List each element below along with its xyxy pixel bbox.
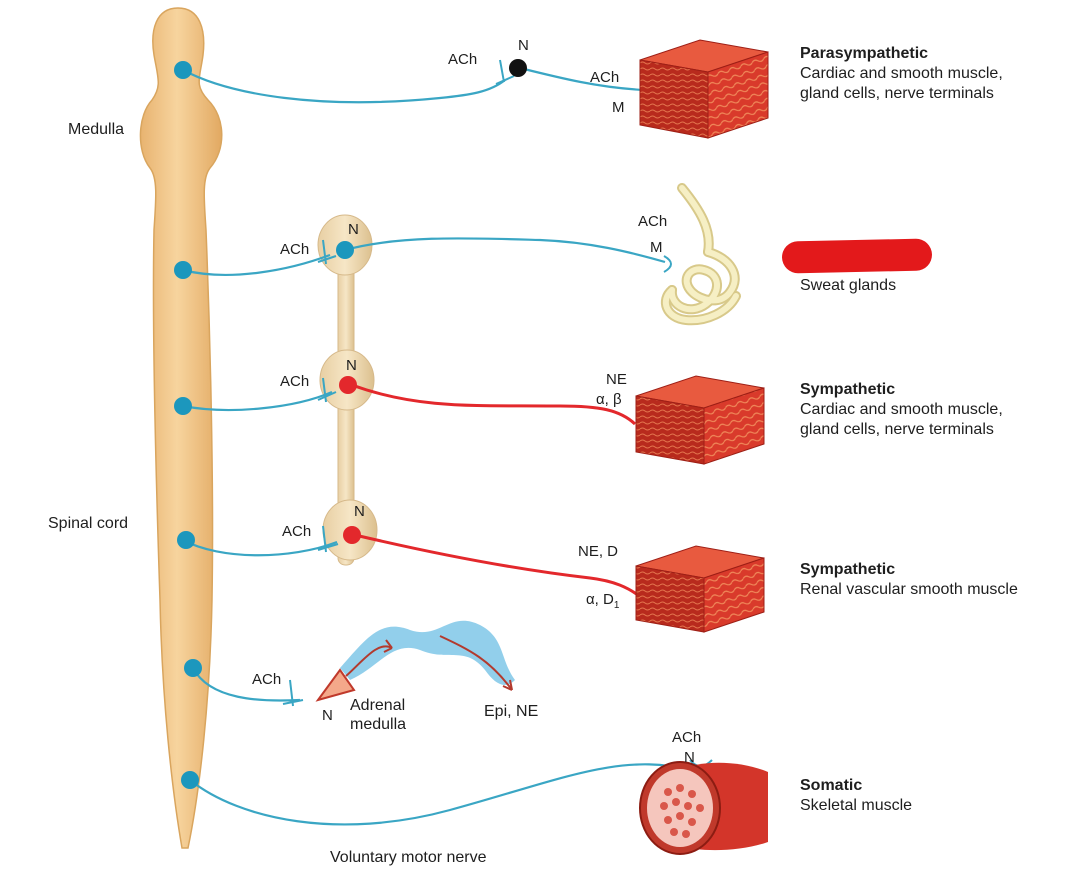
target-receptor: M [650,239,663,256]
pathway-heading: Somatic [800,777,863,794]
pathway-description: Renal vascular smooth muscle [800,581,1018,598]
smooth-muscle-icon [639,39,769,139]
target-receptor: α, β [596,391,622,408]
target-transmitter: NE, D [578,543,619,560]
sympathetic-postganglionic [351,383,637,426]
adrenal-medulla-label: Adrenal medulla [350,697,407,733]
ganglion-transmitter: ACh [252,671,282,688]
sympathetic-preganglionic [182,390,333,412]
voluntary-motor-nerve-label: Voluntary motor nerve [330,849,487,866]
nerve-fibers [182,66,691,826]
ganglion-transmitter: ACh [280,241,310,258]
smooth-muscle-icon [635,375,765,465]
spinal-cord-label: Spinal cord [48,515,129,532]
sweat-preganglionic [182,253,331,276]
target-transmitter: ACh [672,729,702,746]
adrenal-preganglionic [192,667,301,702]
target-receptor: α, D1 [586,591,620,611]
sweat-glands-caption: Sweat glands [800,277,897,294]
pathway-heading: Sympathetic [800,381,896,398]
smooth-muscle-icon [635,545,765,633]
ganglion-transmitter: ACh [280,373,310,390]
sweat-postganglionic [344,237,666,264]
neuron-cell-bodies [174,59,527,789]
renal-postganglionic [354,533,639,597]
sympathetic-caption: Sympathetic Cardiac and smooth muscle, g… [800,380,1003,440]
somatic-motor-nerve [189,763,691,826]
spinal-cord [139,7,223,849]
pathway-heading: Sympathetic [800,561,896,578]
pathway-description: Cardiac and smooth muscle, gland cells, … [800,401,1003,438]
target-receptor: N [684,749,695,766]
ganglion-transmitter: ACh [282,523,312,540]
parasympathetic-postganglionic [519,66,646,92]
adrenal-medulla-icon [315,620,515,702]
ganglion-receptor: N [346,357,357,374]
sympathetic-renal-caption: Sympathetic Renal vascular smooth muscle [800,560,1018,600]
target-receptor: M [612,99,625,116]
parasympathetic-preganglionic [182,69,506,104]
target-transmitter: ACh [590,69,620,86]
redaction-mark [781,238,933,274]
ganglion-transmitter: ACh [448,51,478,68]
pathway-description: Cardiac and smooth muscle, gland cells, … [800,65,1003,102]
adrenergic-fibers [351,383,639,597]
target-transmitter: ACh [638,213,668,230]
epi-ne-label: Epi, NE [484,703,539,720]
skeletal-muscle-icon [639,761,768,855]
ganglion-receptor: N [348,221,359,238]
ganglion-receptor: N [354,503,365,520]
target-transmitter: NE [606,371,627,388]
somatic-caption: Somatic Skeletal muscle [800,776,912,816]
parasympathetic-caption: Parasympathetic Cardiac and smooth muscl… [800,44,1003,104]
ganglion-receptor: N [322,707,333,724]
pathway-heading: Parasympathetic [800,45,929,62]
renal-preganglionic [182,539,338,557]
medulla-label: Medulla [68,121,125,138]
ganglion-receptor: N [518,37,529,54]
pathway-description: Skeletal muscle [800,797,913,814]
